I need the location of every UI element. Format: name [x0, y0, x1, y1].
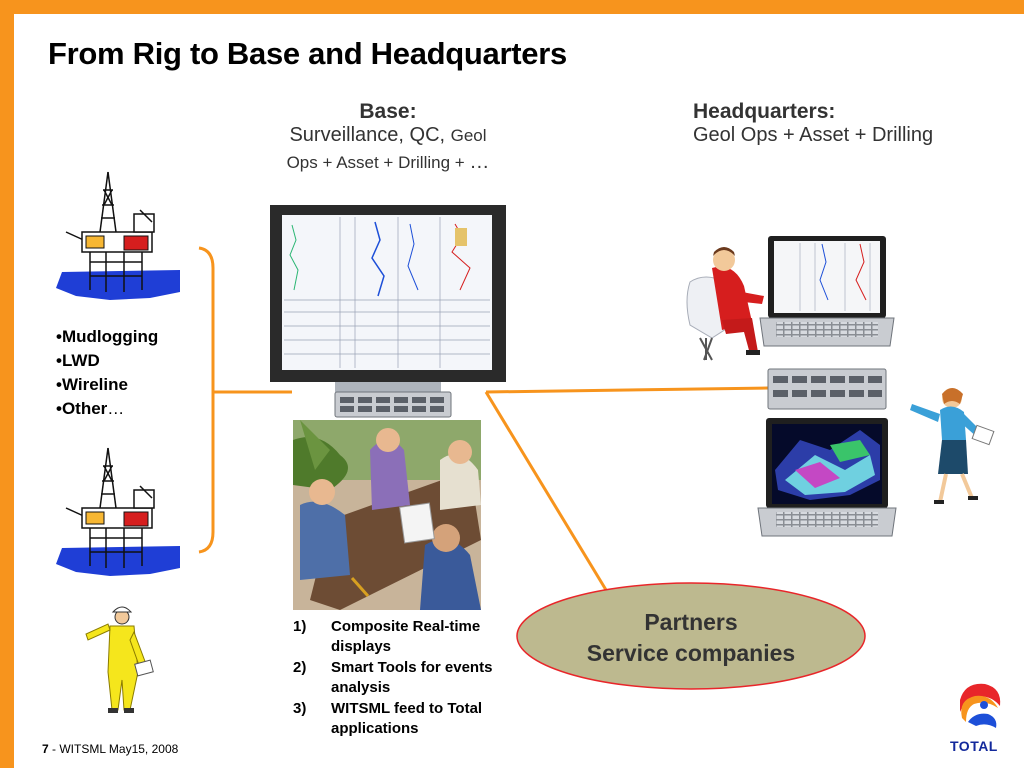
total-logo-icon: [958, 683, 1002, 729]
rig-service-item: •Other…: [56, 399, 125, 418]
partners-ellipse: [516, 582, 866, 690]
hq-laptop-logs: [759, 236, 895, 347]
footer-text: - WITSML May15, 2008: [48, 742, 179, 756]
base-capabilities-list: 1)Composite Real-time displays 2)Smart T…: [293, 617, 493, 740]
top-frame-bar: [0, 0, 1024, 14]
rig-service-item: •Wireline: [56, 375, 128, 394]
meeting-illustration: [293, 420, 481, 610]
rig-service-item: •Mudlogging: [56, 327, 159, 346]
headquarters-roles: Geol Ops + Asset + Drilling: [693, 124, 934, 146]
base-server-rack: [334, 391, 452, 418]
partners-line1: Partners: [644, 609, 738, 635]
headquarters-title: Headquarters:: [693, 100, 836, 123]
left-frame-bar: [0, 0, 14, 768]
capability-item: 1)Composite Real-time displays: [293, 618, 481, 655]
total-brand-name: TOTAL: [950, 738, 998, 754]
base-roles-line2: Ops + Asset + Drilling + …: [286, 151, 490, 173]
rig-worker-illustration: [85, 606, 154, 713]
base-to-partners-line: [484, 391, 622, 614]
base-composite-display-monitor: [270, 205, 506, 392]
walking-woman-illustration: [910, 388, 995, 504]
hq-laptop-3d-model: [757, 418, 897, 537]
base-roles-line1: Surveillance, QC, Geol: [289, 124, 487, 146]
partners-line2: Service companies: [586, 640, 796, 666]
base-title: Base:: [359, 100, 417, 123]
offshore-rig-illustration-top: [56, 171, 180, 300]
rig-bracket: [198, 246, 215, 554]
capability-item: 3)WITSML feed to Total applications: [293, 700, 483, 737]
seated-manager-illustration: [686, 247, 764, 361]
rig-service-item: •LWD: [56, 351, 100, 370]
headquarters-heading: Headquarters: Geol Ops + Asset + Drillin…: [693, 100, 933, 147]
page-number: 7: [42, 742, 49, 756]
rig-services-list: •Mudlogging •LWD •Wireline •Other…: [56, 325, 158, 421]
slide-footer: 7 - WITSML May15, 2008: [42, 742, 178, 756]
partners-label: Partners Service companies: [528, 607, 854, 669]
offshore-rig-illustration-bottom: [56, 447, 180, 576]
base-to-hq-line: [485, 386, 769, 394]
slide-title: From Rig to Base and Headquarters: [48, 36, 567, 71]
base-heading: Base: Surveillance, QC, Geol Ops + Asset…: [248, 100, 528, 174]
capability-item: 2)Smart Tools for events analysis: [293, 659, 493, 696]
hq-server-rack: [767, 368, 887, 410]
connector-lines: [198, 246, 769, 614]
